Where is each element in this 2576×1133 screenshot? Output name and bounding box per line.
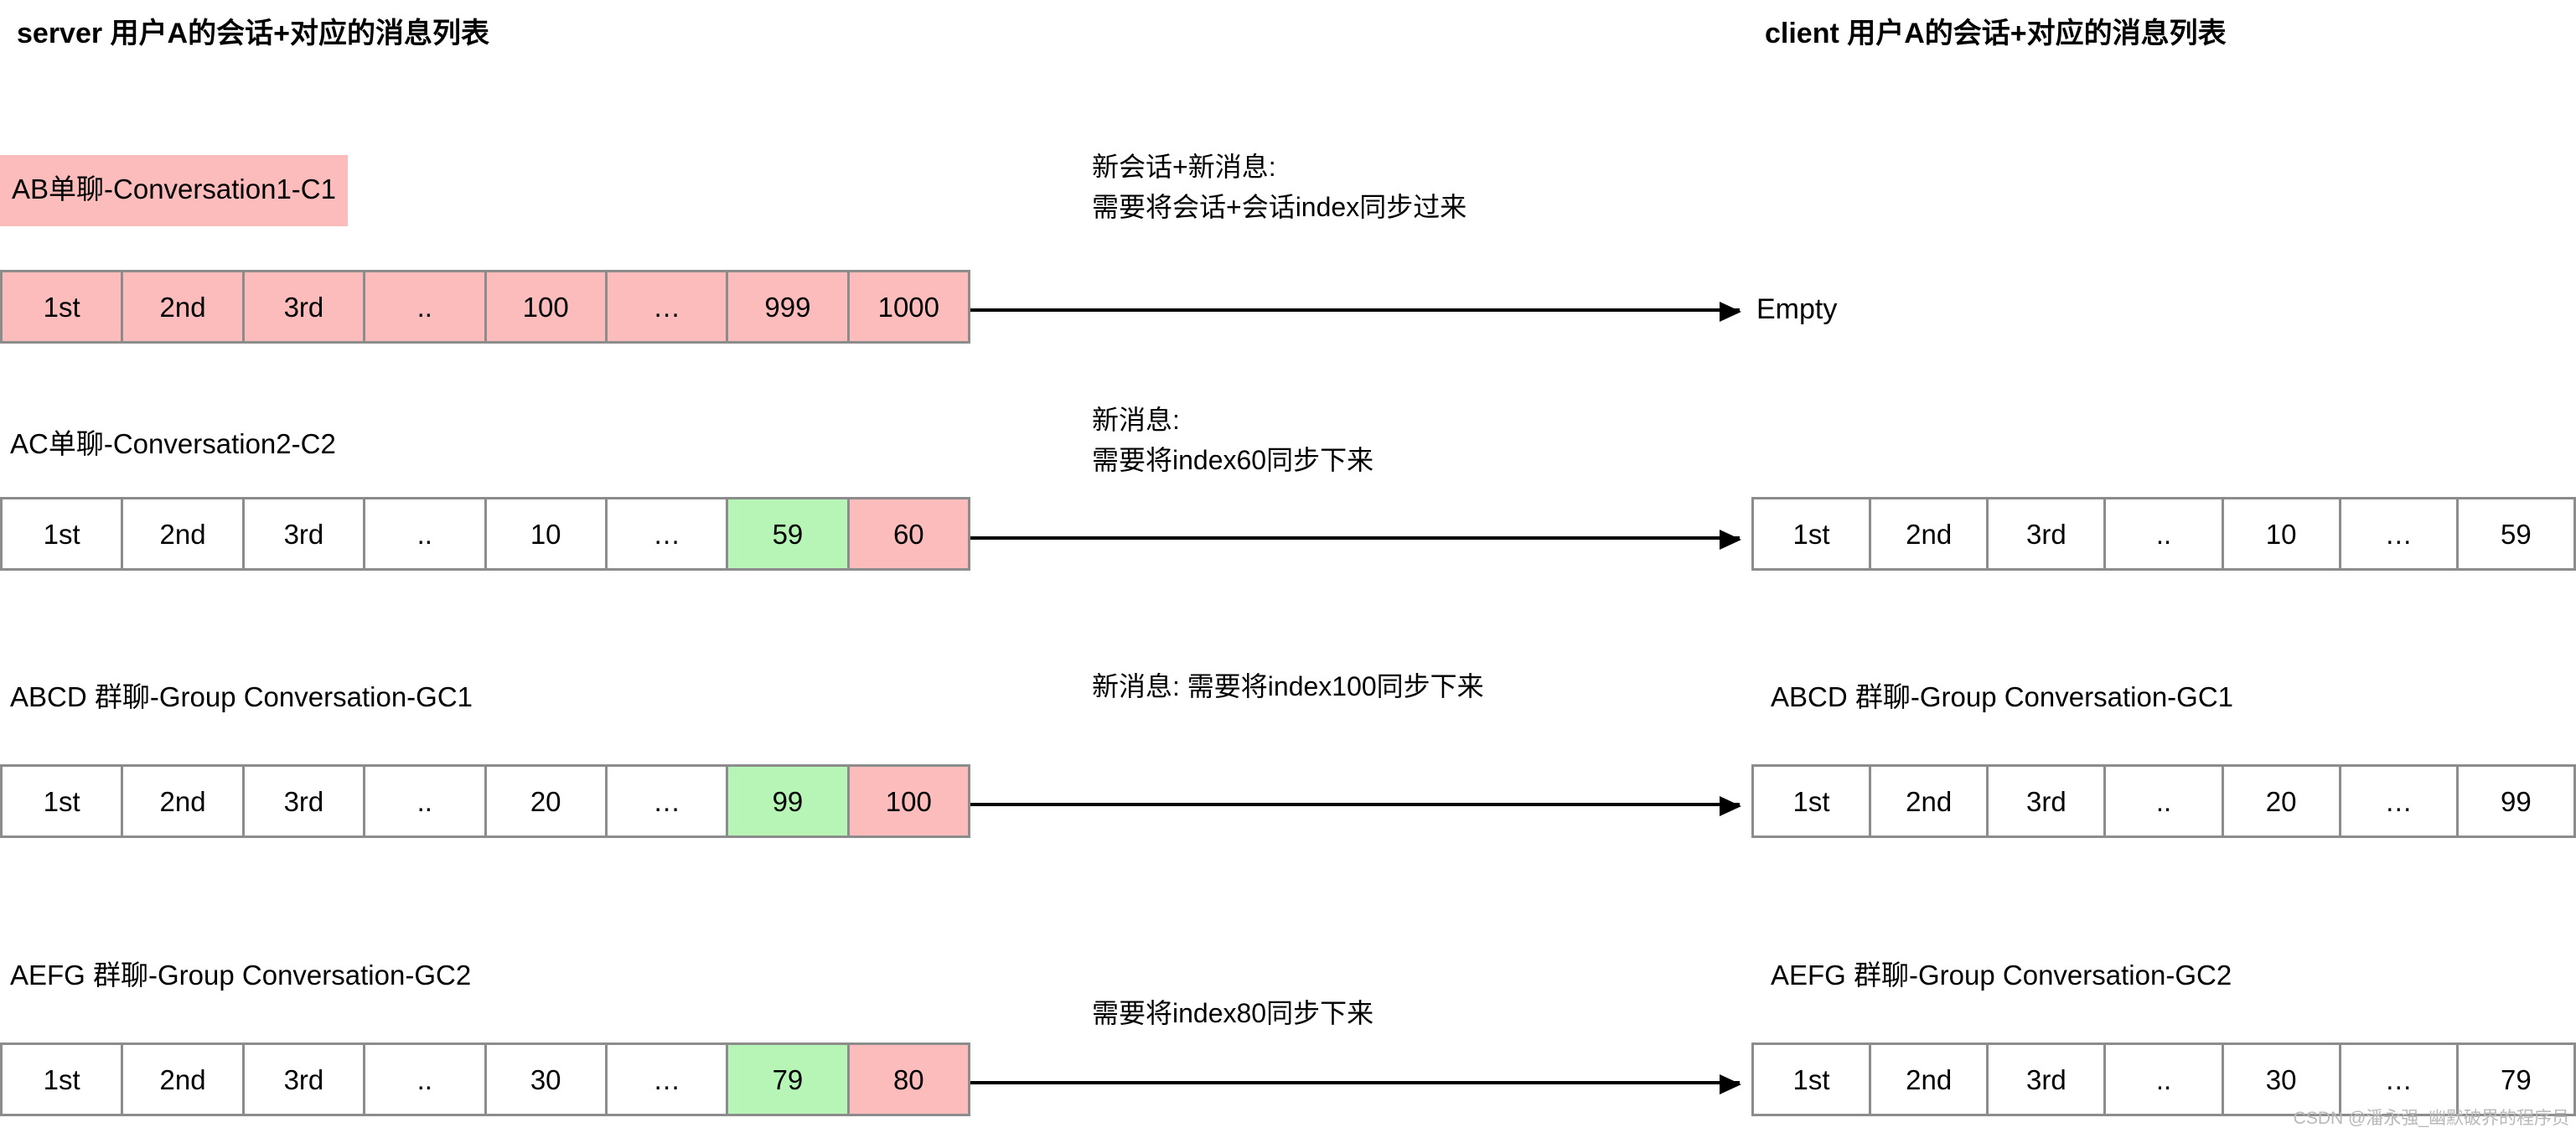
message-index-cell: … [607,272,729,341]
sync-arrow-4 [970,1074,1741,1094]
sync-annotation-1: 新会话+新消息: 需要将会话+会话index同步过来 [1092,152,1467,222]
message-index-cell: 59 [2458,499,2573,568]
message-index-cell: 3rd [1989,499,2107,568]
message-index-cell: .. [365,767,487,836]
message-index-cell: 60 [849,499,968,568]
server-conversation-label-4: AEFG 群聊-Group Conversation-GC2 [10,960,472,991]
message-index-cell: 1000 [849,272,968,341]
client-conversation-label-3: ABCD 群聊-Group Conversation-GC1 [1771,681,2234,712]
message-index-cell: 3rd [244,1045,366,1114]
server-conversation-label-3: ABCD 群聊-Group Conversation-GC1 [10,681,473,712]
server-column-header: server 用户A的会话+对应的消息列表 [17,18,489,49]
message-index-cell: .. [2106,1045,2224,1114]
message-index-cell: 3rd [1989,1045,2107,1114]
message-index-cell: … [2341,767,2459,836]
message-index-cell: … [607,1045,729,1114]
client-column-header: client 用户A的会话+对应的消息列表 [1765,18,2227,49]
message-index-cell: 79 [2458,1045,2573,1114]
message-index-cell: 1st [3,272,124,341]
message-index-cell: 1st [3,499,124,568]
message-index-cell: 2nd [123,272,245,341]
message-index-cell: … [2341,1045,2459,1114]
message-index-cell: 999 [728,272,850,341]
message-index-cell: 2nd [123,1045,245,1114]
message-index-cell: .. [365,499,487,568]
message-index-cell: 2nd [1871,1045,1989,1114]
message-index-cell: 2nd [123,767,245,836]
message-index-cell: 99 [728,767,850,836]
message-index-cell: .. [2106,767,2224,836]
message-index-cell: … [607,767,729,836]
message-index-cell: 3rd [244,499,366,568]
message-index-cell: 20 [486,767,608,836]
client-conversation-label-4: AEFG 群聊-Group Conversation-GC2 [1771,960,2232,991]
message-index-cell: 2nd [123,499,245,568]
message-index-cell: 2nd [1871,767,1989,836]
server-conversation-label-1: AB单聊-Conversation1-C1 [0,155,348,226]
message-index-cell: .. [365,1045,487,1114]
message-index-cell: 1st [3,767,124,836]
message-index-cell: 2nd [1871,499,1989,568]
message-index-cell: 20 [2223,767,2341,836]
message-index-cell: 59 [728,499,850,568]
message-index-cell: 1st [1754,1045,1872,1114]
message-index-cell: 80 [849,1045,968,1114]
message-index-cell: 10 [2223,499,2341,568]
sync-annotation-2: 新消息: 需要将index60同步下来 [1092,405,1374,475]
message-index-cell: .. [2106,499,2224,568]
client-empty-label-1: Empty [1756,293,1838,325]
sync-arrow-2 [970,530,1741,550]
csdn-watermark: CSDN @潘永强_幽默破界的程序员 [2293,1109,2569,1128]
sync-arrow-3 [970,796,1741,816]
message-index-cell: 1st [1754,767,1872,836]
message-index-cell: 30 [486,1045,608,1114]
sync-annotation-3: 新消息: 需要将index100同步下来 [1092,671,1484,701]
message-index-cell: 100 [486,272,608,341]
message-index-cell: … [2341,499,2459,568]
message-index-cell: 10 [486,499,608,568]
message-index-cell: 1st [3,1045,124,1114]
sync-arrow-1 [970,302,1741,322]
message-index-cell: 100 [849,767,968,836]
message-index-cell: 79 [728,1045,850,1114]
message-index-cell: 1st [1754,499,1872,568]
sync-annotation-4: 需要将index80同步下来 [1092,998,1374,1028]
message-index-cell: 3rd [244,767,366,836]
server-conversation-label-2: AC单聊-Conversation2-C2 [10,428,336,459]
message-index-cell: 3rd [244,272,366,341]
message-index-cell: 3rd [1989,767,2107,836]
message-index-cell: .. [365,272,487,341]
message-index-cell: 99 [2458,767,2573,836]
message-index-cell: 30 [2223,1045,2341,1114]
message-index-cell: … [607,499,729,568]
